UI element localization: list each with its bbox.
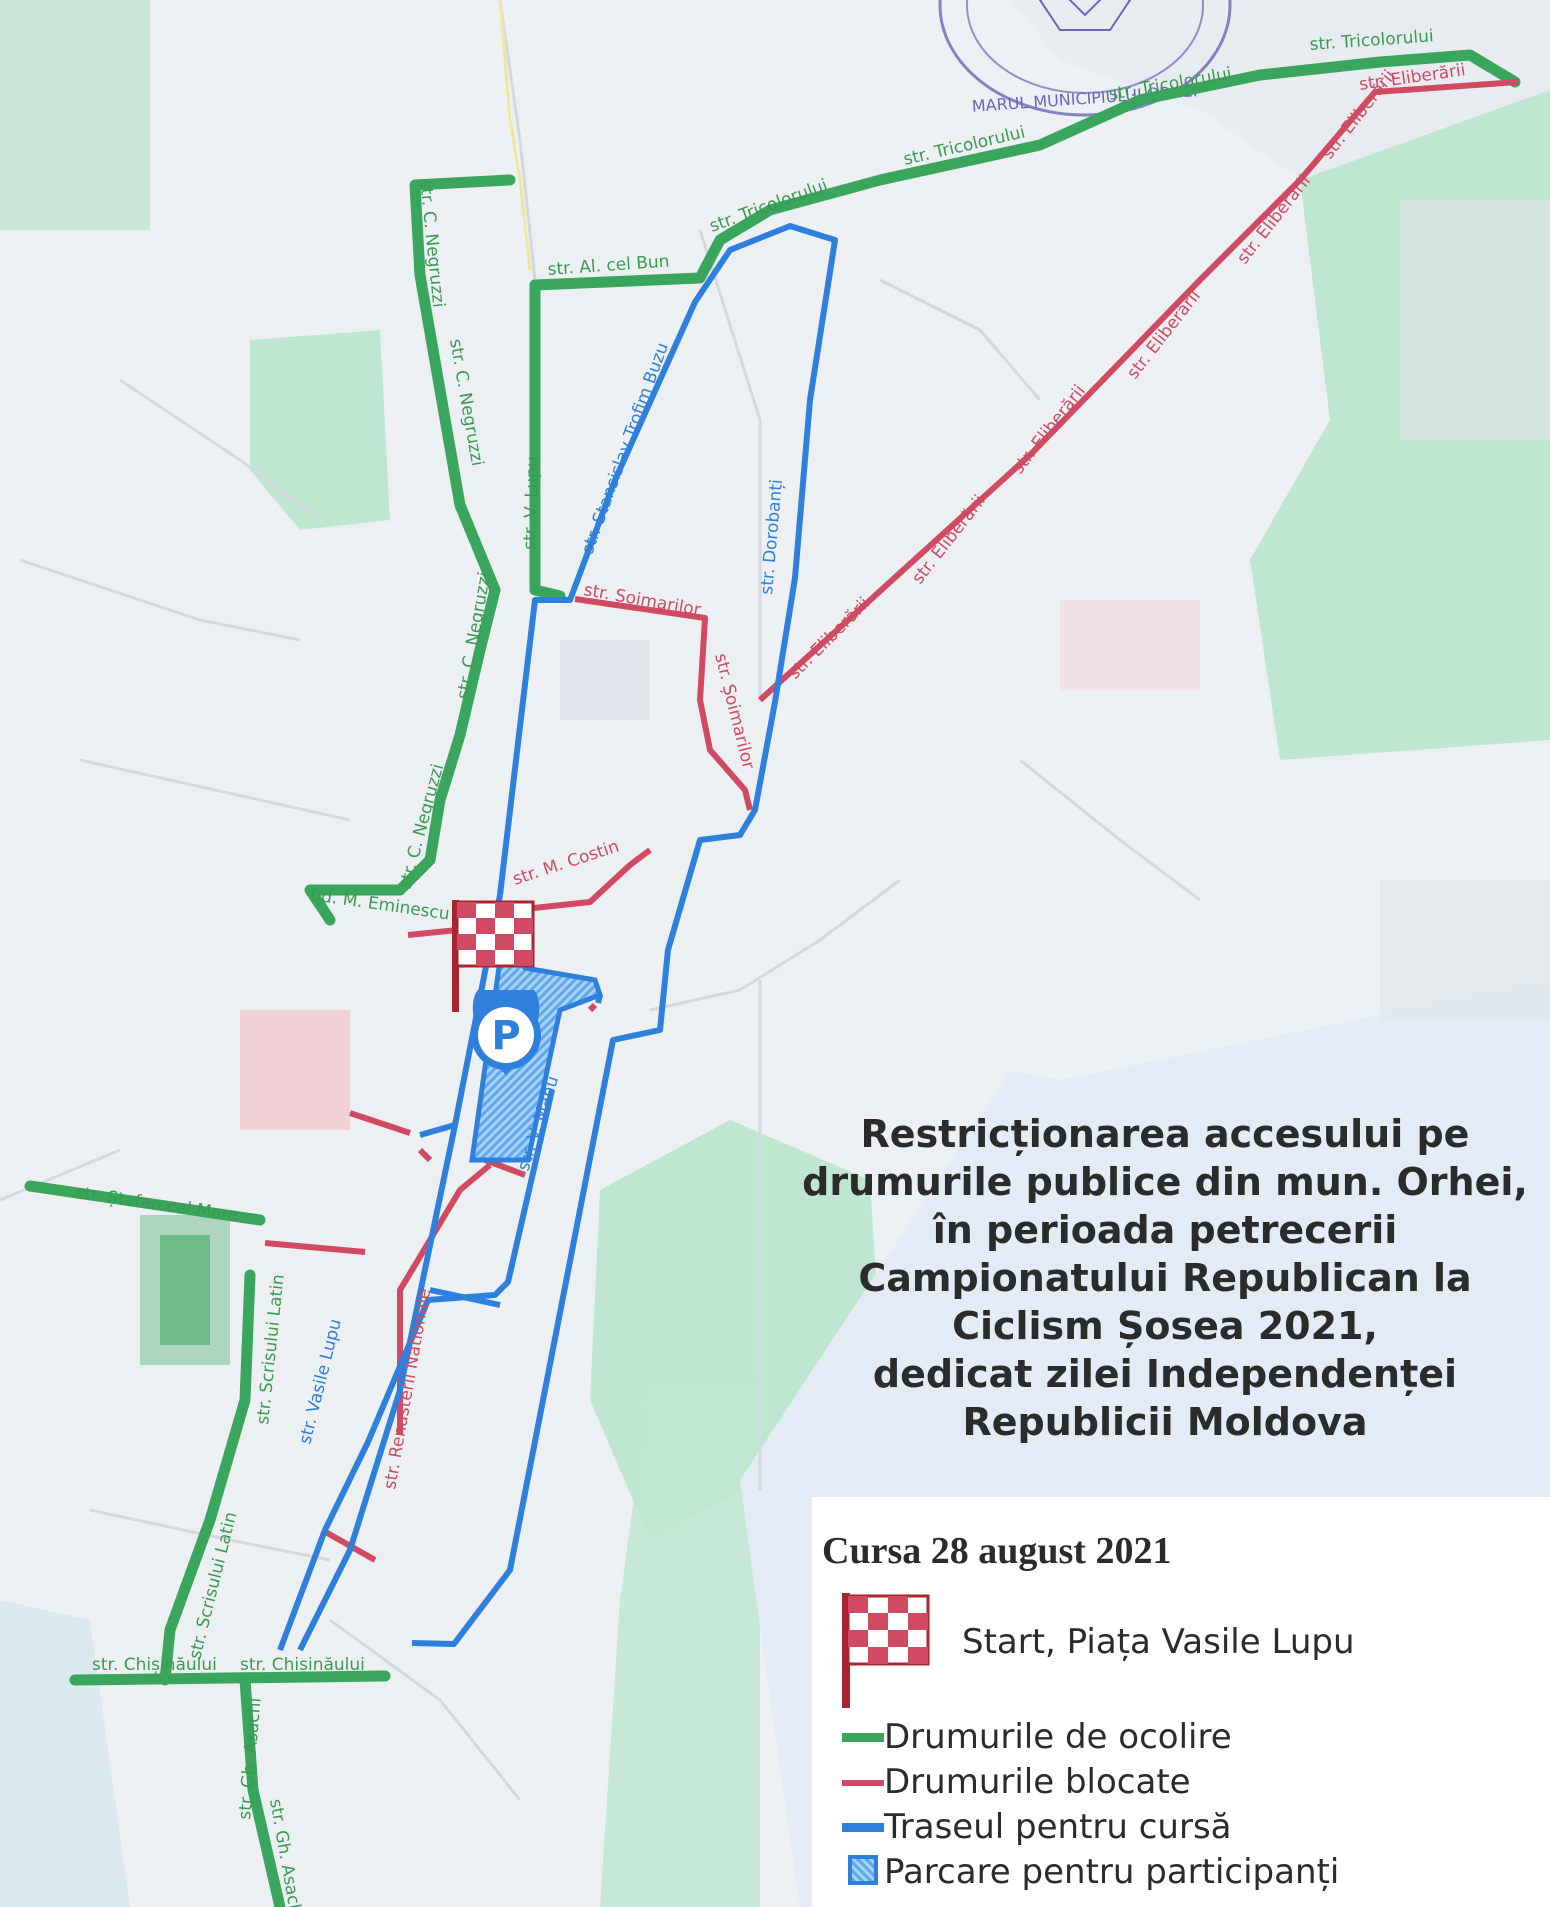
legend-heading: Cursa 28 august 2021 — [822, 1530, 1172, 1572]
detour-swatch — [842, 1733, 884, 1742]
parking-pin-icon: P — [471, 990, 541, 1075]
title-line: Campionatului Republican la — [858, 1256, 1472, 1300]
map-title: Restricționarea accesului pe drumurile p… — [795, 1110, 1535, 1446]
legend-detour-label: Drumurile de ocolire — [884, 1717, 1232, 1757]
legend-blocked-label: Drumurile blocate — [884, 1762, 1191, 1802]
parking-swatch — [848, 1855, 878, 1885]
start-flag-icon — [452, 900, 535, 1012]
checkered-flag-icon — [842, 1593, 930, 1708]
detour-roads — [24, 49, 1521, 1907]
title-line: Republicii Moldova — [962, 1400, 1368, 1444]
legend-start-label: Start, Piața Vasile Lupu — [962, 1622, 1355, 1662]
title-line: Ciclism Șosea 2021, — [952, 1304, 1378, 1348]
blocked-swatch — [842, 1780, 884, 1786]
race-route — [277, 223, 838, 1652]
label-v-lupu: str. V. Lupu — [520, 456, 543, 550]
legend-race-label: Traseul pentru cursă — [884, 1807, 1232, 1847]
race-swatch — [842, 1823, 884, 1832]
label-chisinaului: str. Chișinăului — [92, 1655, 217, 1675]
label-chisinaului: str. Chișinăului — [240, 1655, 365, 1675]
legend: Cursa 28 august 2021 Start, Piața Vasile… — [812, 1497, 1550, 1907]
legend-parking-label: Parcare pentru participanți — [884, 1852, 1340, 1892]
title-line: drumurile publice din mun. Orhei, — [802, 1160, 1528, 1204]
title-line: în perioada petrecerii — [932, 1208, 1398, 1252]
title-line: dedicat zilei Independenței — [872, 1352, 1458, 1396]
parking-pin-letter: P — [491, 1013, 520, 1059]
title-line: Restricționarea accesului pe — [860, 1112, 1470, 1156]
